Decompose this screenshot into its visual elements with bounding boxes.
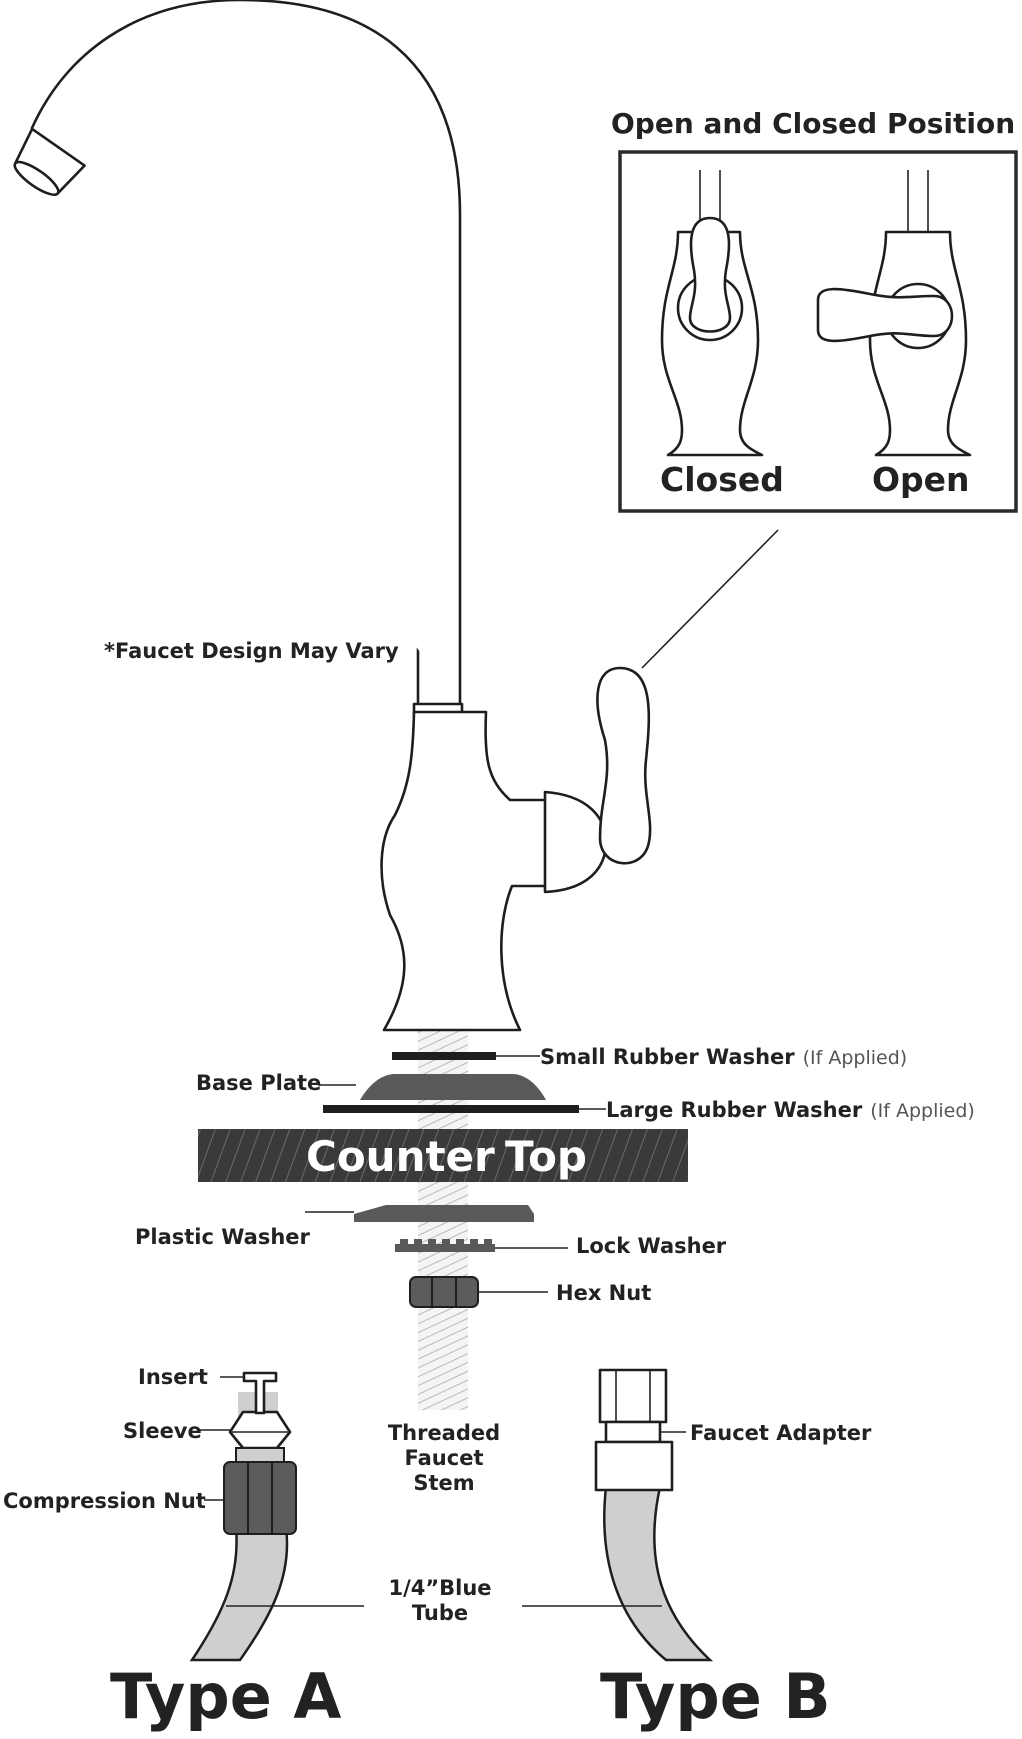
type-a-title: Type A xyxy=(110,1660,341,1733)
large-rubber-washer-name: Large Rubber Washer xyxy=(606,1098,863,1122)
tube-label-line2: Tube xyxy=(412,1601,468,1625)
small-rubber-washer-note: (If Applied) xyxy=(803,1047,908,1069)
open-label: Open xyxy=(872,460,970,499)
faucet-adapter xyxy=(600,1370,666,1422)
large-rubber-washer xyxy=(323,1105,579,1113)
base-plate xyxy=(360,1074,546,1100)
lock-washer-label: Lock Washer xyxy=(576,1234,727,1258)
type-b-tube xyxy=(604,1487,710,1660)
sleeve-label: Sleeve xyxy=(123,1419,202,1443)
plastic-washer xyxy=(354,1205,534,1222)
small-rubber-washer-name: Small Rubber Washer xyxy=(540,1045,795,1069)
hex-nut-label: Hex Nut xyxy=(556,1281,651,1305)
plastic-washer-label: Plastic Washer xyxy=(135,1225,311,1249)
large-rubber-washer-note: (If Applied) xyxy=(870,1100,975,1122)
type-b-title: Type B xyxy=(600,1660,831,1733)
compression-nut xyxy=(224,1462,296,1534)
stem-label-line1: Threaded xyxy=(388,1421,500,1445)
faucet-body xyxy=(382,668,651,1030)
type-a-tube xyxy=(192,1527,287,1660)
type-a-fitting xyxy=(192,1373,296,1660)
inset-title: Open and Closed Position xyxy=(611,107,1015,140)
type-b-fitting xyxy=(596,1370,710,1660)
position-inset: Open and Closed Position Closed Open xyxy=(611,107,1016,511)
top-label: Top xyxy=(505,1132,587,1181)
counter-label: Counter xyxy=(306,1132,495,1181)
base-plate-label: Base Plate xyxy=(196,1071,321,1095)
stem-label-line3: Stem xyxy=(413,1471,474,1495)
compression-nut-label: Compression Nut xyxy=(3,1489,206,1513)
small-rubber-washer xyxy=(392,1052,496,1060)
tube-label-line1: 1/4”Blue xyxy=(388,1576,491,1600)
small-rubber-washer-label: Small Rubber Washer (If Applied) xyxy=(540,1045,907,1069)
design-note: *Faucet Design May Vary xyxy=(104,639,399,663)
counter-top: Counter Top xyxy=(198,1129,688,1182)
stem-label-line2: Faucet xyxy=(405,1446,484,1470)
sleeve xyxy=(230,1412,290,1448)
faucet-adapter-label: Faucet Adapter xyxy=(690,1421,872,1445)
closed-label: Closed xyxy=(660,460,784,499)
insert-label: Insert xyxy=(138,1365,208,1389)
hex-nut xyxy=(410,1277,478,1307)
faucet-spout xyxy=(6,0,460,706)
inset-leader xyxy=(642,530,778,668)
large-rubber-washer-label: Large Rubber Washer (If Applied) xyxy=(606,1098,975,1122)
lock-washer xyxy=(395,1239,495,1252)
